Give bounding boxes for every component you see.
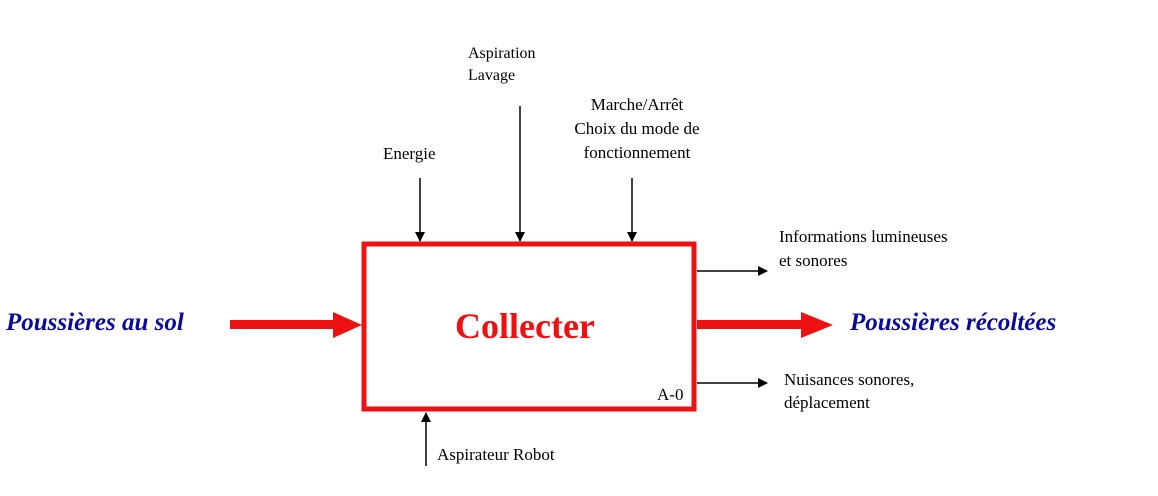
nuisances-label-line1: Nuisances sonores,	[784, 370, 915, 389]
mechanism-label: Aspirateur Robot	[437, 445, 555, 464]
output-label: Poussières récoltées	[850, 309, 1057, 336]
marche-label-line2: Choix du mode de	[574, 119, 700, 138]
input-arrow	[230, 312, 362, 338]
marche-label-line3: fonctionnement	[583, 143, 691, 162]
marche-label-line1: Marche/Arrêt	[590, 95, 684, 114]
info-label-line1: Informations lumineuses	[779, 227, 948, 246]
aspiration-label-line2: Lavage	[468, 67, 516, 84]
energie-label: Energie	[383, 144, 436, 163]
function-title: Collecter	[455, 306, 595, 346]
info-label-line2: et sonores	[779, 251, 848, 270]
function-box	[361, 241, 697, 412]
output-arrow	[697, 312, 833, 338]
function-reference: A-0	[657, 385, 684, 404]
nuisances-label-line2: déplacement	[784, 393, 870, 412]
input-label: Poussières au sol	[6, 309, 184, 336]
aspiration-label-line1: Aspiration	[468, 45, 536, 62]
